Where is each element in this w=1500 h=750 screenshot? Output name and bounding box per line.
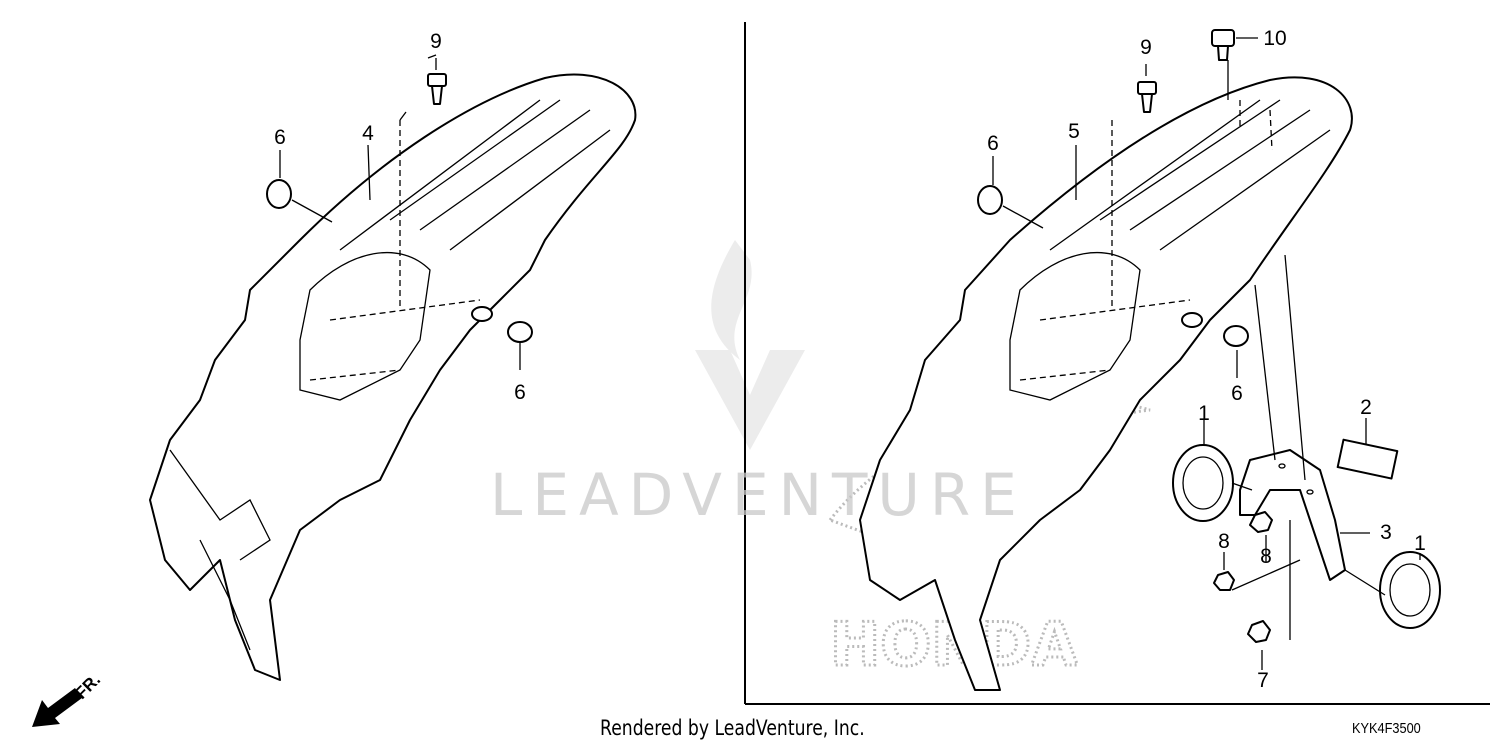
nut-icon — [1213, 511, 1273, 643]
reflector-icon — [1172, 444, 1441, 629]
front-direction-arrow-icon: FR. — [32, 670, 104, 727]
watermark-logo — [695, 240, 805, 450]
callout-2: 2 — [1360, 396, 1372, 419]
rear-fender-right-view — [859, 76, 1353, 691]
callout-3: 3 — [1380, 521, 1392, 544]
bolt-icon — [427, 73, 447, 105]
diagram-code: KYK4F3500 — [1352, 720, 1421, 737]
callout-8: 8 — [1260, 545, 1272, 568]
license-light-icon — [1336, 438, 1399, 480]
rear-fender-left-view — [149, 54, 637, 681]
callout-6: 6 — [514, 381, 526, 404]
grommet-icon — [977, 185, 1249, 347]
callout-1: 1 — [1198, 402, 1210, 425]
callout-4: 4 — [362, 122, 374, 145]
bolt-icon — [1137, 29, 1235, 113]
callout-1: 1 — [1414, 532, 1426, 555]
callout-7: 7 — [1257, 669, 1269, 692]
rendered-by-credit: Rendered by LeadVenture, Inc. — [600, 716, 865, 740]
callout-8: 8 — [1218, 530, 1230, 553]
callout-6: 6 — [987, 132, 999, 155]
callout-5: 5 — [1068, 120, 1080, 143]
callout-9: 9 — [430, 30, 442, 53]
callout-6: 6 — [1231, 382, 1243, 405]
callout-6: 6 — [274, 126, 286, 149]
callout-10: 10 — [1263, 27, 1286, 50]
callout-9: 9 — [1140, 36, 1152, 59]
